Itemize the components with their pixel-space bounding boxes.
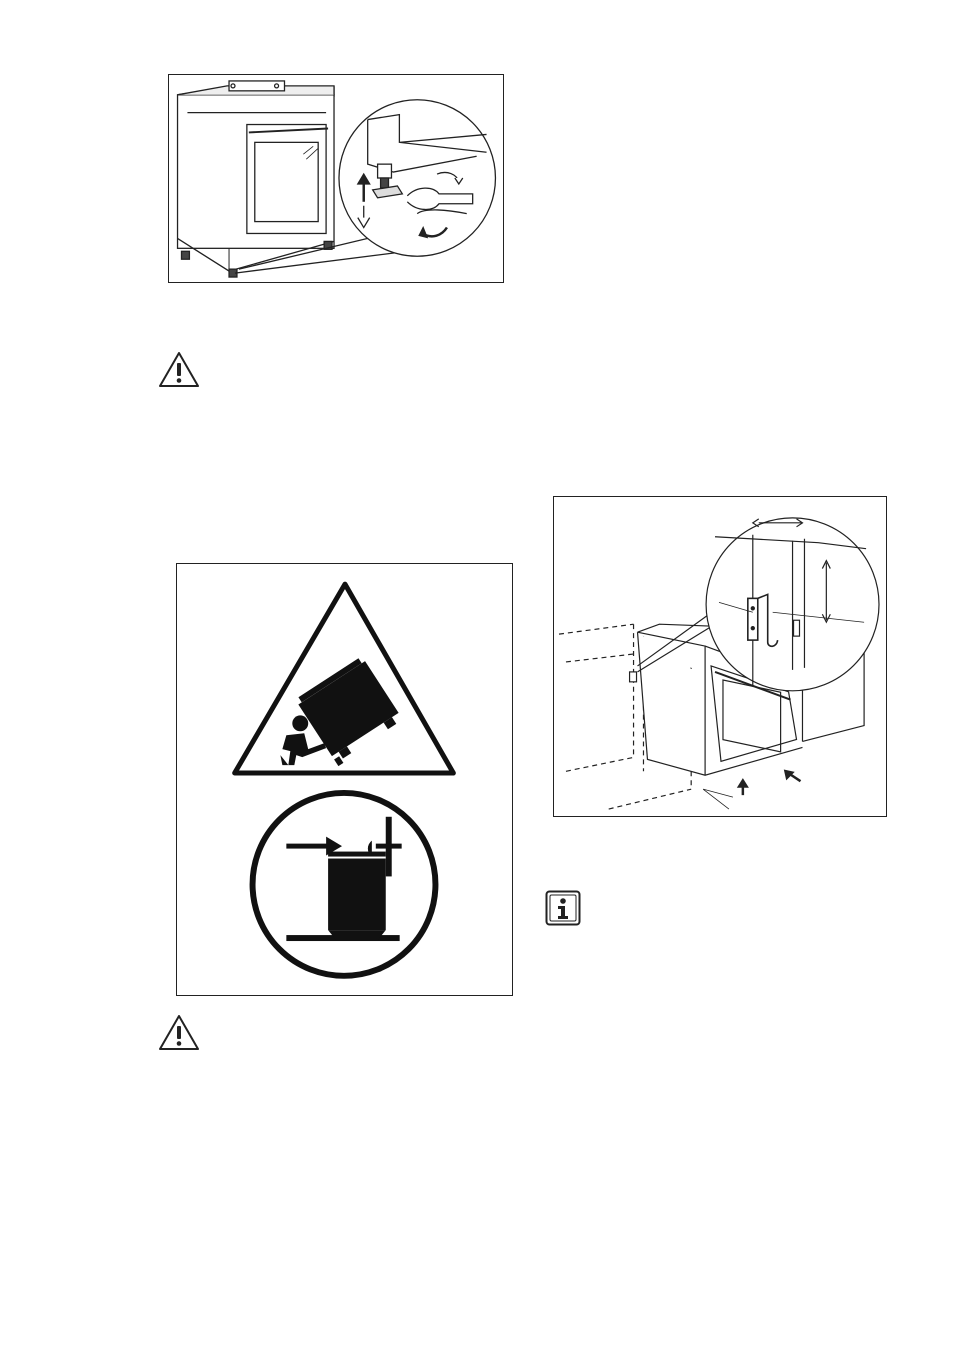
warning-triangle-icon-graphic xyxy=(158,351,200,389)
cooker-adjustable-feet-illustration xyxy=(169,75,503,282)
warning-triangle-icon xyxy=(158,351,200,389)
warning-triangle-icon xyxy=(158,1014,200,1052)
info-icon xyxy=(545,890,581,926)
info-icon-graphic xyxy=(545,890,581,926)
warning-triangle-icon-graphic xyxy=(158,1014,200,1052)
anti-tilt-warning-pictogram xyxy=(177,564,512,995)
anti-tilt-bracket-installation-illustration xyxy=(554,497,886,816)
figure-anti-tilt-bracket xyxy=(553,496,887,817)
figure-anti-tilt-warning xyxy=(176,563,513,996)
figure-levelling-feet xyxy=(168,74,504,283)
